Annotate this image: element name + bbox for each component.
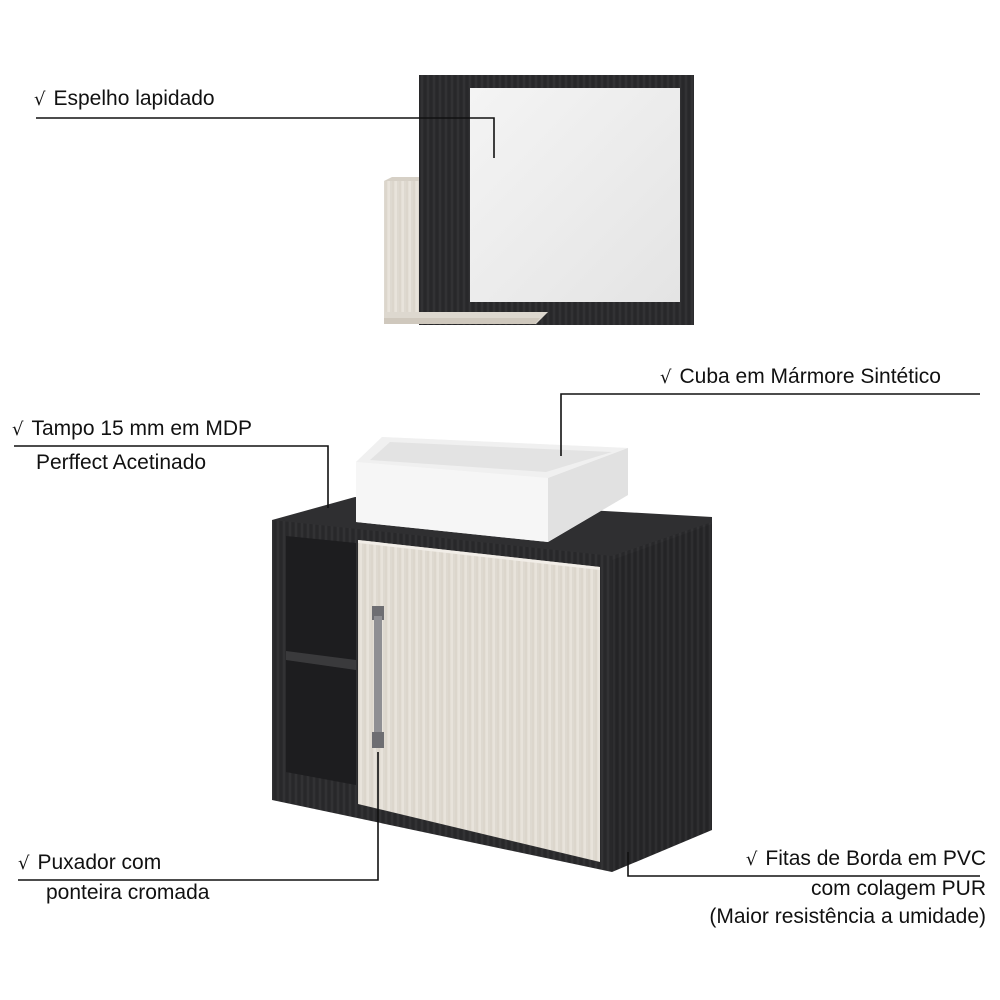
- leader-mirror: [36, 117, 495, 158]
- mirror-side-panel: [384, 181, 424, 322]
- leader-handle: [18, 752, 379, 881]
- callout-basin-text: Cuba em Mármore Sintético: [679, 365, 941, 388]
- leader-top: [14, 445, 329, 508]
- niche-shelf: [286, 651, 356, 670]
- vanity-cabinet: [272, 497, 712, 872]
- callout-edges-text: Fitas de Borda em PVC: [765, 847, 986, 870]
- basin: [356, 437, 628, 542]
- check-icon: √: [18, 853, 30, 874]
- callout-top-text: Tampo 15 mm em MDP: [31, 417, 253, 440]
- cabinet-handle: [372, 606, 384, 748]
- callout-mirror: √ Espelho lapidado: [34, 86, 215, 113]
- check-icon: √: [745, 849, 758, 870]
- callout-mirror-text: Espelho lapidado: [53, 87, 215, 110]
- cabinet-side-panel: [612, 524, 712, 872]
- callout-edges-line3: (Maior resistência a umidade): [709, 905, 986, 928]
- callout-handle: √ Puxador com: [18, 850, 161, 877]
- mirror-with-shelf: [384, 75, 694, 325]
- callout-basin: √ Cuba em Mármore Sintético: [660, 364, 941, 391]
- check-icon: √: [12, 419, 24, 440]
- callout-handle-text: Puxador com: [37, 851, 162, 874]
- leader-basin: [560, 393, 980, 456]
- check-icon: √: [660, 367, 672, 388]
- callout-handle-line2: ponteira cromada: [46, 881, 210, 904]
- callout-top-line2: Perffect Acetinado: [36, 451, 207, 474]
- callout-edges-line2: com colagem PUR: [810, 877, 986, 900]
- leader-edges: [627, 852, 980, 877]
- callout-edges: √ Fitas de Borda em PVC: [746, 846, 986, 873]
- mirror-glass: [470, 88, 680, 302]
- check-icon: √: [34, 89, 46, 110]
- callout-top: √ Tampo 15 mm em MDP: [12, 416, 252, 443]
- leader-lines: [14, 117, 980, 881]
- cabinet-door: [358, 540, 600, 862]
